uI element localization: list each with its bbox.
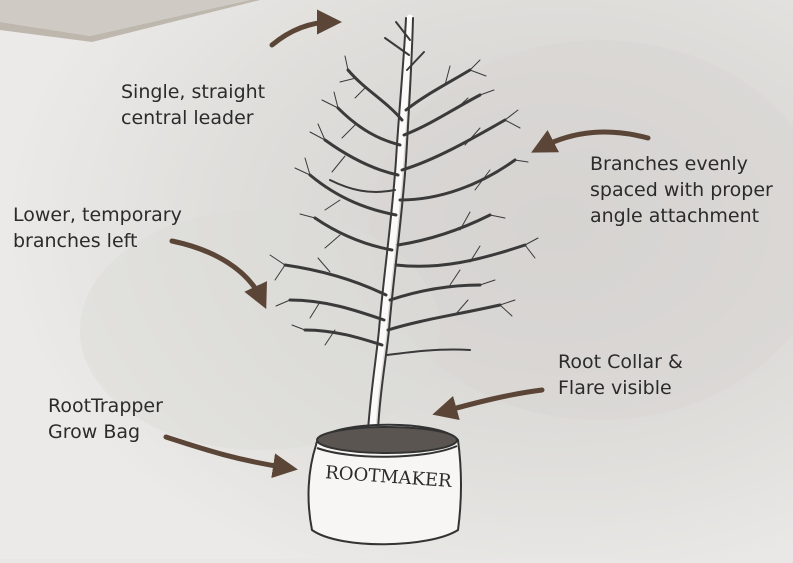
label-lower-branches: Lower, temporary branches left [13, 202, 182, 254]
grow-bag: ROOTMAKER [309, 425, 461, 544]
label-central-leader: Single, straight central leader [121, 79, 265, 131]
label-root-collar: Root Collar & Flare visible [558, 349, 683, 401]
label-grow-bag: RootTrapper Grow Bag [48, 393, 163, 445]
label-branches-spacing: Branches evenly spaced with proper angle… [590, 151, 773, 229]
